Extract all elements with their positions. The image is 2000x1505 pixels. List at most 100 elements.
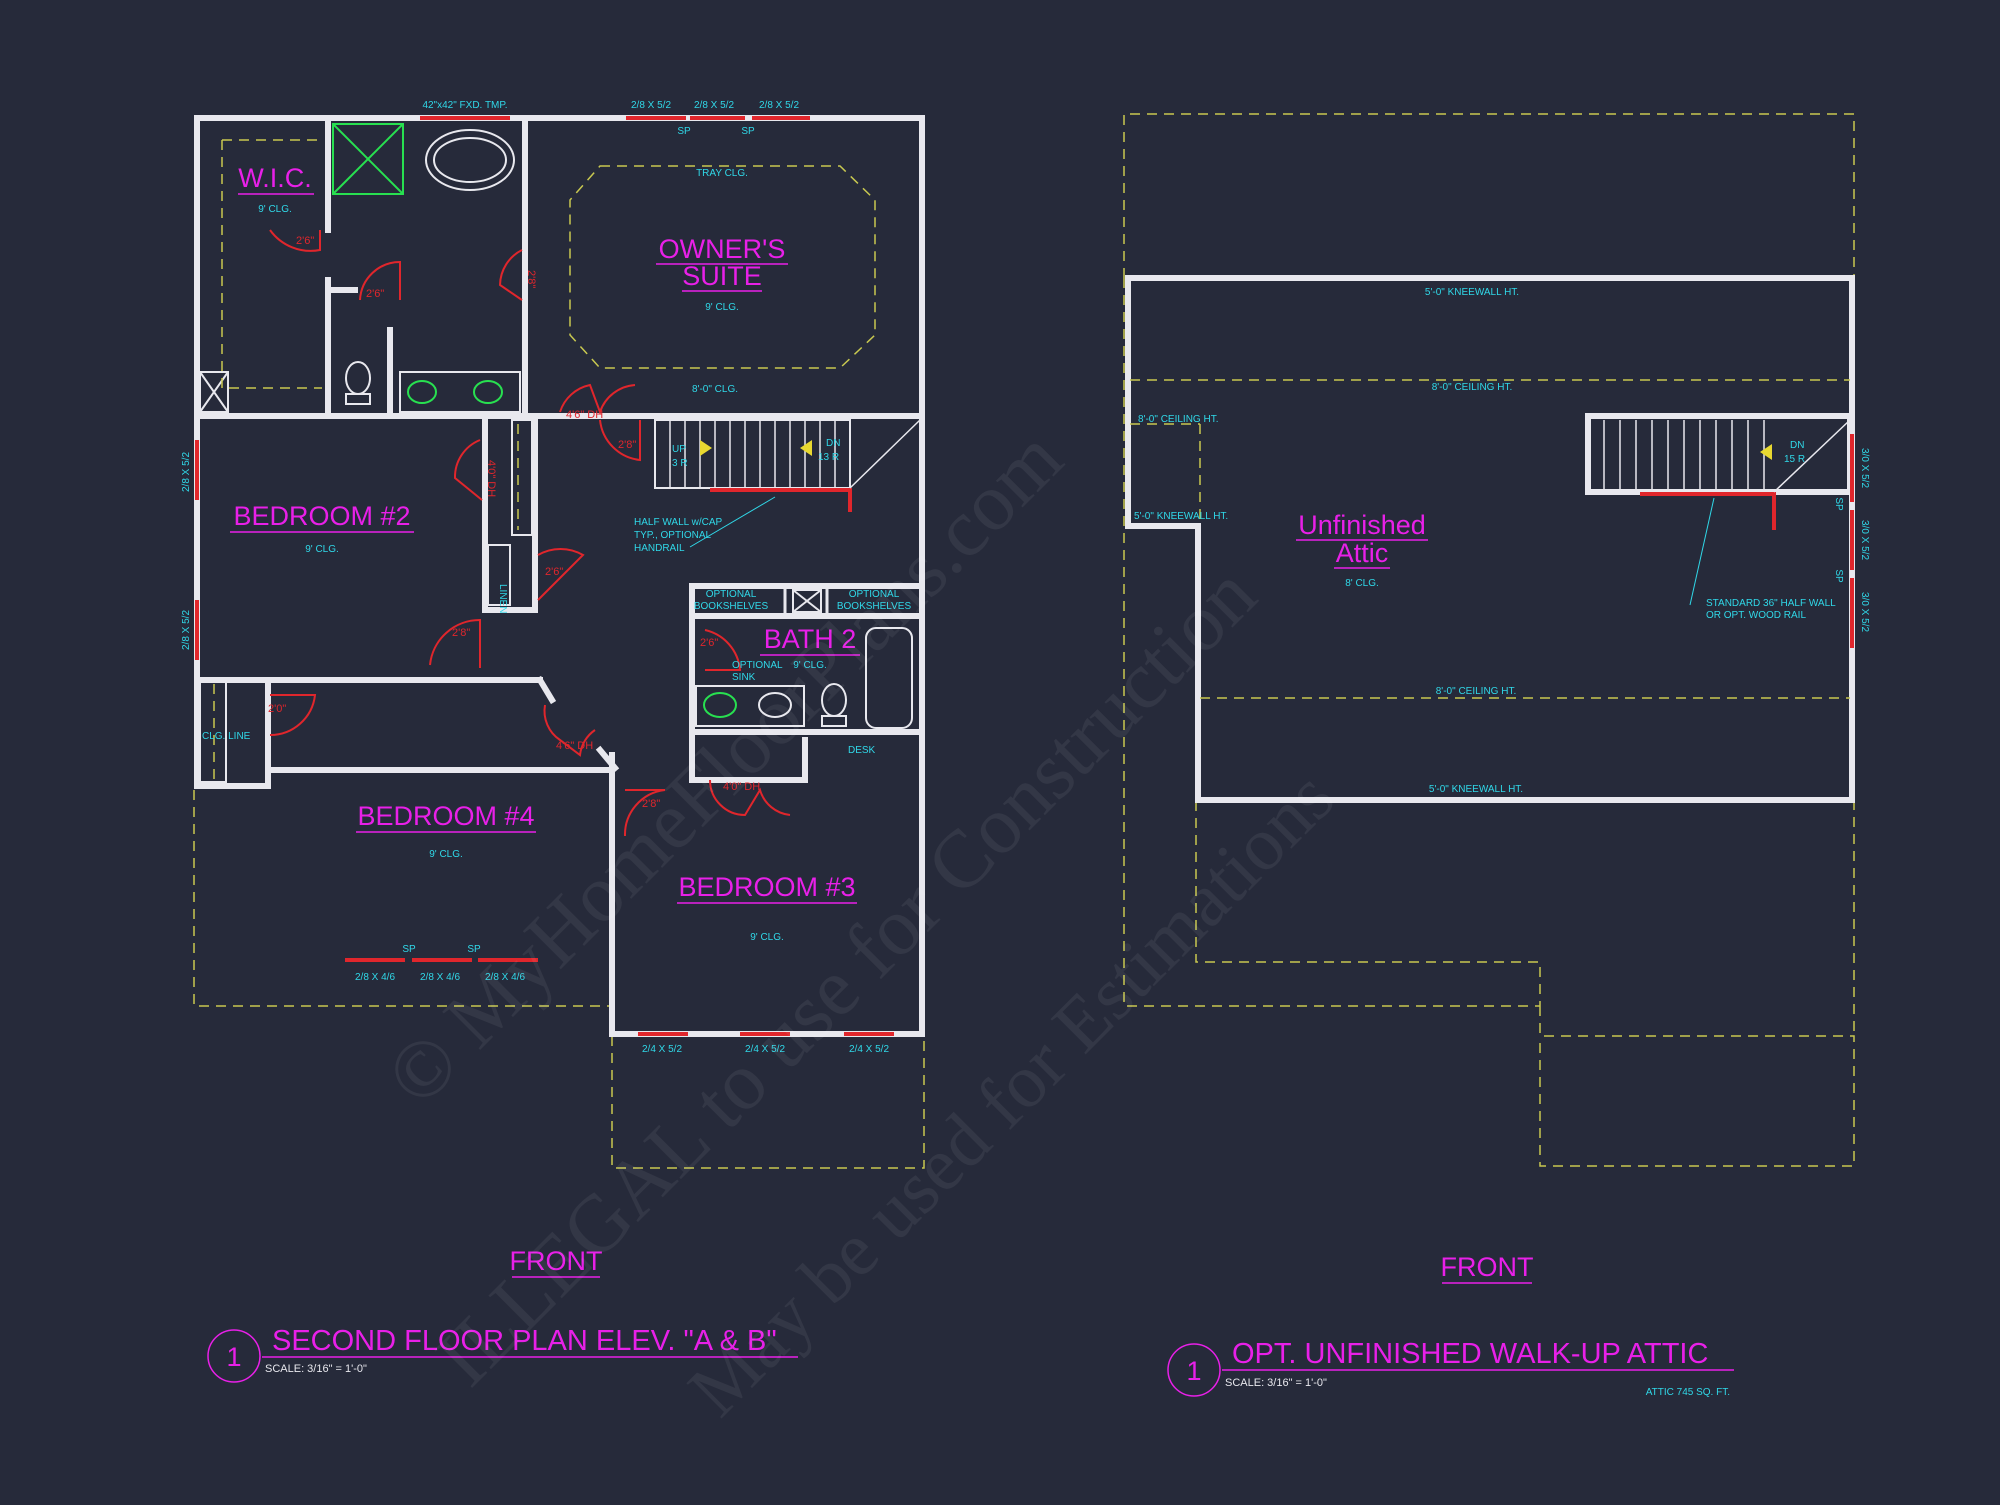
window-label-top-1: 2/8 X 5/2 <box>631 100 671 111</box>
attic-window-label-3: 3/0 X 5/2 <box>1859 592 1870 632</box>
bath2-tub <box>865 627 913 729</box>
half-wall-attic-note-2: OR OPT. WOOD RAIL <box>1706 610 1806 621</box>
door-label-11: 2'8" <box>642 798 660 810</box>
bed4-ceiling-note: 9' CLG. <box>429 849 463 860</box>
half-wall-note-3: HANDRAIL <box>634 543 685 554</box>
room-label-attic-1: Unfinished <box>1298 510 1426 540</box>
bed3-ceiling-note: 9' CLG. <box>750 932 784 943</box>
attic-area: ATTIC 745 SQ. FT. <box>1646 1387 1730 1398</box>
window-label-bed4-3: 2/8 X 4/6 <box>485 972 525 983</box>
roof-outline-left <box>193 790 613 1007</box>
title-right: OPT. UNFINISHED WALK-UP ATTIC <box>1232 1338 1708 1370</box>
shower <box>332 123 404 195</box>
room-label-bedroom-2: BEDROOM #2 <box>233 501 410 531</box>
window-label-top-2: 2/8 X 5/2 <box>694 100 734 111</box>
window-label-left-2: 2/8 X 5/2 <box>181 610 192 650</box>
kneewall-top-note: 5'-0" KNEEWALL HT. <box>1425 287 1519 298</box>
title-circle-right <box>1167 1343 1221 1397</box>
window-sp-2: SP <box>741 126 755 137</box>
door-label-1: 2'6" <box>296 235 314 247</box>
ceiling-left-note: 8'-0" CEILING HT. <box>1138 414 1218 425</box>
vanity <box>399 371 521 413</box>
room-label-owners-suite-1: OWNER'S <box>659 234 786 264</box>
room-label-bedroom-3: BEDROOM #3 <box>678 872 855 902</box>
opt-sink-note-2: SINK <box>732 672 756 683</box>
door-label-8: 2'8" <box>452 627 470 639</box>
watermark: © MyHomeFloorPlans.com ILLEGAL to use fo… <box>368 412 1350 1432</box>
door-label-5: 2'8" <box>618 439 636 451</box>
window-sp-4: SP <box>467 944 481 955</box>
kneewall-bottom-note: 5'-0" KNEEWALL HT. <box>1429 784 1523 795</box>
window-label-bed3-2: 2/4 X 5/2 <box>745 1044 785 1055</box>
door-label-10: 4'6" DH <box>556 740 593 752</box>
second-floor-plan: W.I.C. 9' CLG. OWNER'S SUITE 9' CLG. TRA… <box>181 100 925 1383</box>
stair-up-risers: 3 R <box>672 458 688 469</box>
doors-left <box>269 229 791 837</box>
title-number-left: 1 <box>226 1342 241 1372</box>
attic-window-sp-1: SP <box>1833 497 1844 511</box>
door-label-2: 2'6" <box>366 288 384 300</box>
linen-note: LINEN <box>497 584 508 613</box>
kneewall-left-note: 5'-0" KNEEWALL HT. <box>1134 511 1228 522</box>
ceiling-8ft-note: 8'-0" CLG. <box>692 384 738 395</box>
window-label-bed3-1: 2/4 X 5/2 <box>642 1044 682 1055</box>
owners-ceiling-note: 9' CLG. <box>705 302 739 313</box>
stair-up-note: UP <box>672 444 686 455</box>
desk-note: DESK <box>848 745 876 756</box>
window-label-bed4-1: 2/8 X 4/6 <box>355 972 395 983</box>
scale-right: SCALE: 3/16" = 1'-0" <box>1225 1377 1327 1389</box>
ceiling-top-note: 8'-0" CEILING HT. <box>1432 382 1512 393</box>
window-label-bed4-2: 2/8 X 4/6 <box>420 972 460 983</box>
scale-left: SCALE: 3/16" = 1'-0" <box>265 1363 367 1375</box>
sink-1 <box>407 380 437 404</box>
bath2-ceiling-note: 9' CLG. <box>793 660 827 671</box>
room-label-owners-suite-2: SUITE <box>682 261 762 291</box>
stair-dn-risers: 13 R <box>818 452 839 463</box>
attic-roof-outline <box>1123 113 1855 1167</box>
bed2-ceiling-note: 9' CLG. <box>305 544 339 555</box>
wic-shelf <box>221 140 322 389</box>
windows-left <box>195 116 894 1036</box>
attic-plan: Unfinished Attic 8' CLG. 5'-0" KNEEWALL … <box>1123 113 1870 1398</box>
room-label-bedroom-4: BEDROOM #4 <box>357 801 534 831</box>
room-label-wic: W.I.C. <box>238 163 312 193</box>
attic-wall <box>1125 275 1855 803</box>
attic-window-sp-2: SP <box>1833 569 1844 583</box>
attic-ceiling-note: 8' CLG. <box>1345 578 1379 589</box>
wic-ceiling-note: 9' CLG. <box>258 204 292 215</box>
room-label-bath-2: BATH 2 <box>764 624 857 654</box>
door-label-12: 2'6" <box>700 637 718 649</box>
half-wall-note-2: TYP., OPTIONAL <box>634 530 711 541</box>
attic-stair-risers: 15 R <box>1784 454 1805 465</box>
tray-ceiling <box>569 165 876 369</box>
window-label-top-3: 2/8 X 5/2 <box>759 100 799 111</box>
bed4-closet <box>199 681 227 783</box>
title-circle-left <box>207 1329 261 1383</box>
bath2-opt-sink <box>758 692 792 718</box>
half-wall-note-1: HALF WALL w/CAP <box>634 517 722 528</box>
interior-walls <box>194 115 925 1037</box>
title-number-right: 1 <box>1186 1356 1201 1386</box>
stair-left <box>654 419 921 512</box>
title-left: SECOND FLOOR PLAN ELEV. "A & B" <box>272 1325 777 1357</box>
ceiling-bottom-note: 8'-0" CEILING HT. <box>1436 686 1516 697</box>
bathtub <box>425 129 515 191</box>
closet-box <box>199 371 229 413</box>
opt-bookshelves-2a: OPTIONAL <box>849 589 900 600</box>
window-sp-1: SP <box>677 126 691 137</box>
opt-bookshelves-2b: BOOKSHELVES <box>837 601 912 612</box>
tray-ceiling-note: TRAY CLG. <box>696 168 748 179</box>
attic-stair-dn: DN <box>1790 440 1804 451</box>
window-label-bed3-3: 2/4 X 5/2 <box>849 1044 889 1055</box>
door-label-7: 2'6" <box>545 566 563 578</box>
opt-bookshelves-1b: BOOKSHELVES <box>694 601 769 612</box>
window-label-left-1: 2/8 X 5/2 <box>181 452 192 492</box>
window-sp-3: SP <box>402 944 416 955</box>
door-label-6: 4'0" DH <box>485 460 497 497</box>
bath2-sink <box>703 692 737 718</box>
front-label-right: FRONT <box>1441 1252 1534 1282</box>
half-wall-attic-note-1: STANDARD 36" HALF WALL <box>1706 598 1836 609</box>
door-label-9: 2'0" <box>268 703 286 715</box>
bed2-closet <box>511 419 533 536</box>
